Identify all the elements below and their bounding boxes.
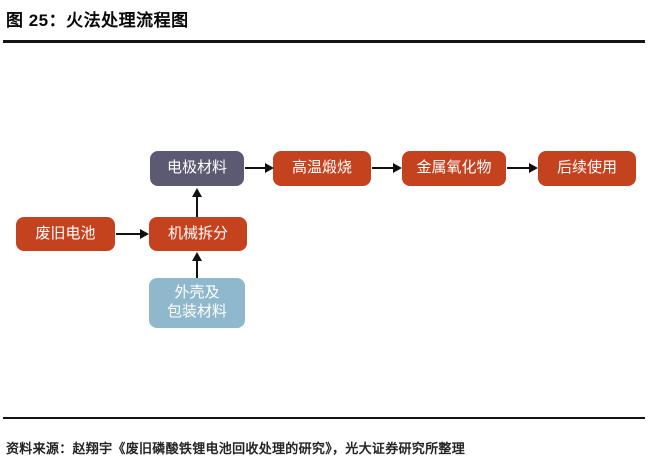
bottom-divider <box>3 417 645 419</box>
flow-node-electrode-material: 电极材料 <box>150 151 244 186</box>
flow-node-mechanical-split: 机械拆分 <box>149 217 247 251</box>
arrow-calcination-to-metaloxide-icon <box>372 163 402 173</box>
figure-title: 图 25：火法处理流程图 <box>6 11 189 30</box>
flow-node-casing-packaging: 外壳及 包装材料 <box>149 278 245 328</box>
top-divider <box>3 40 645 43</box>
arrow-metaloxide-to-subsequent-icon <box>507 163 538 173</box>
flow-node-high-temp-calcination: 高温煅烧 <box>273 151 371 186</box>
flow-node-metal-oxide: 金属氧化物 <box>402 151 506 186</box>
source-note: 资料来源：赵翔宇《废旧磷酸铁锂电池回收处理的研究》，光大证券研究所整理 <box>6 441 466 456</box>
arrow-waste-to-mechanical-icon <box>116 229 149 239</box>
flow-node-waste-battery: 废旧电池 <box>16 217 115 251</box>
arrow-electrode-to-calcination-icon <box>245 163 274 173</box>
arrow-mechanical-to-electrode-icon <box>192 188 202 217</box>
flow-node-subsequent-use: 后续使用 <box>538 151 636 186</box>
arrow-casing-to-mechanical-icon <box>192 252 202 278</box>
